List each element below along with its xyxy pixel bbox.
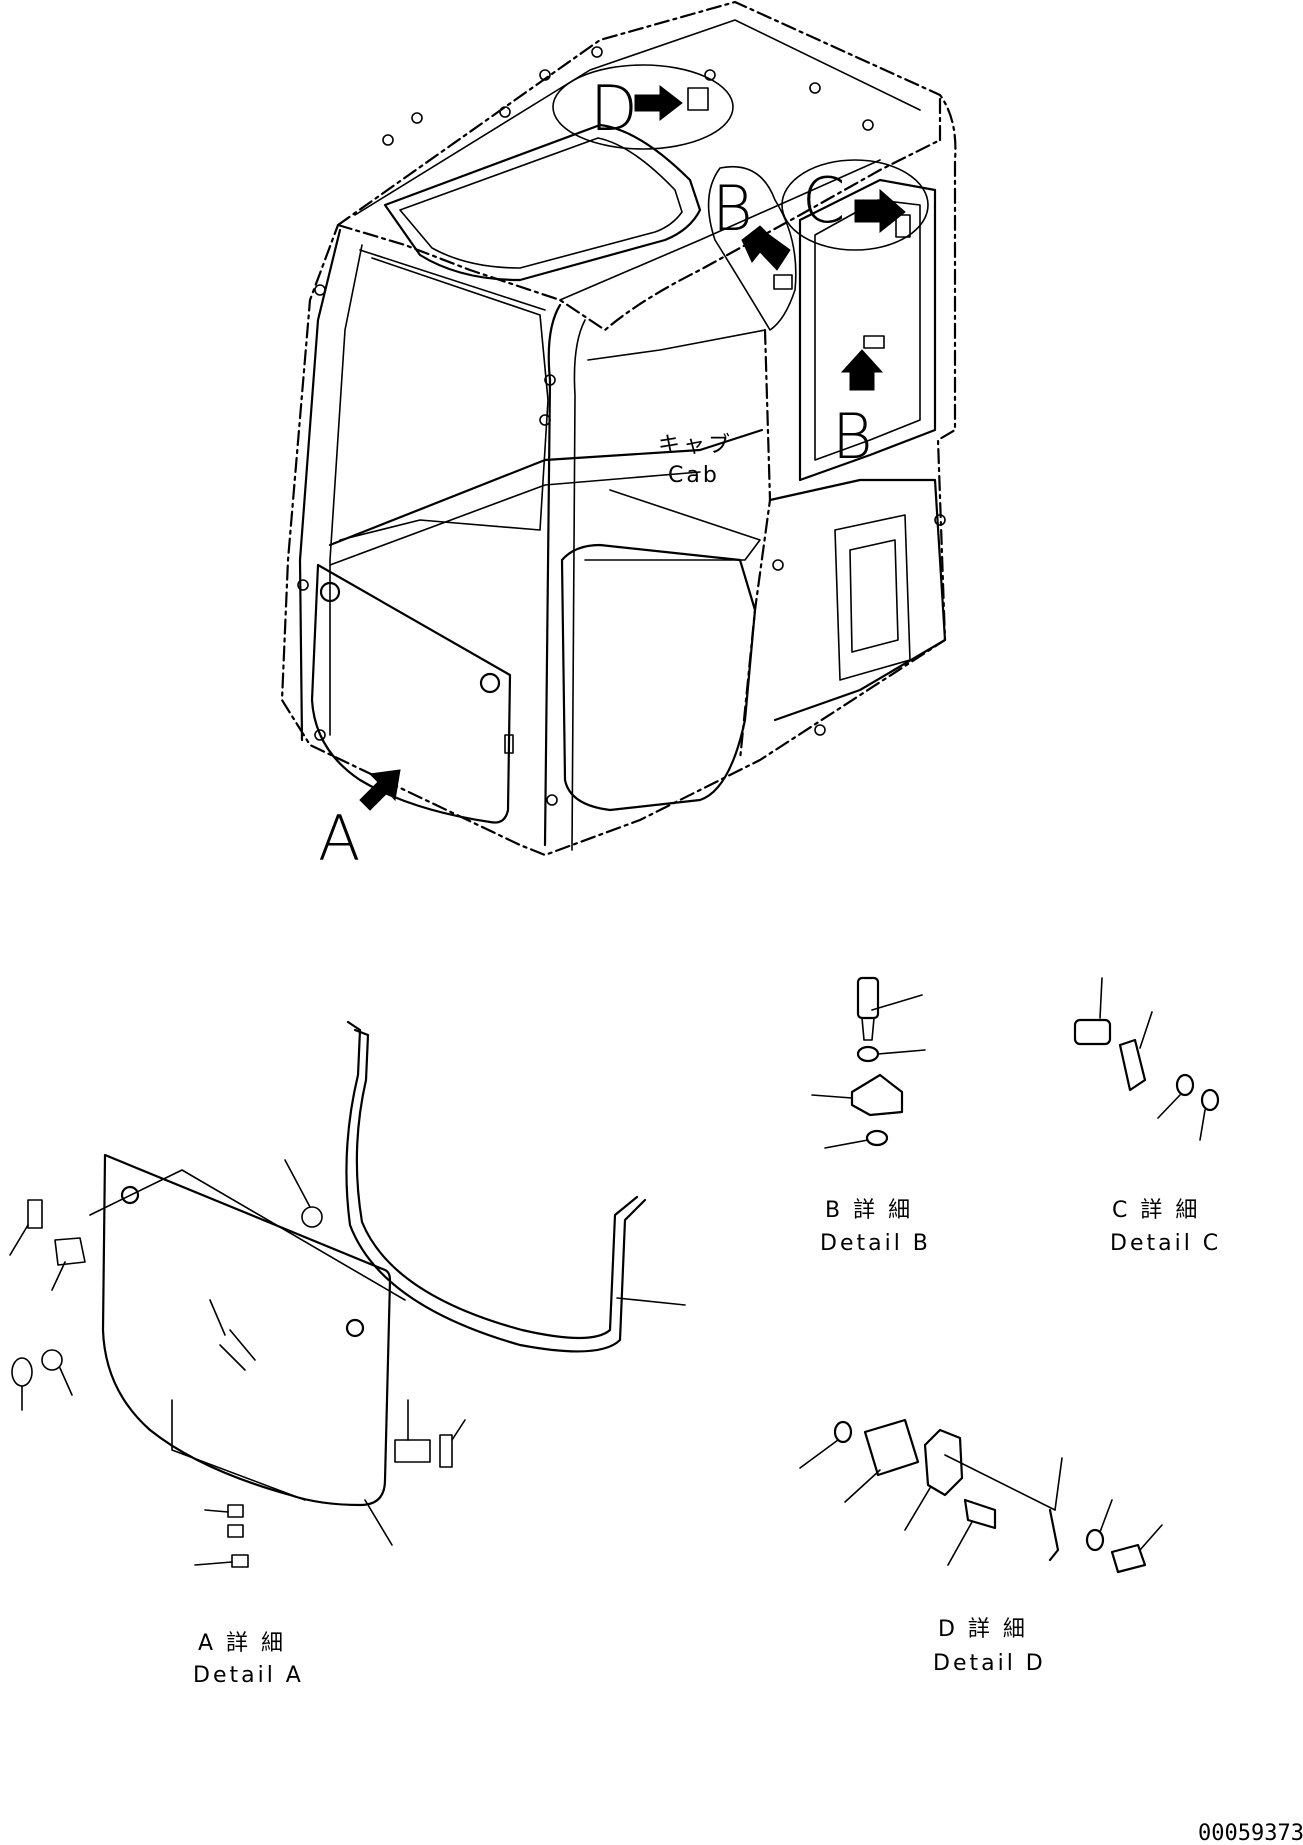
callout-a-arrow (359, 769, 401, 811)
drawing-code: 00059373 (1198, 1821, 1303, 1845)
callout-b2-arrow (840, 335, 885, 391)
cab-illustration (280, 0, 957, 857)
callout-c: C (802, 164, 845, 237)
callout-d-bubble (552, 64, 734, 150)
cab-label-jp: キャブ (658, 433, 733, 458)
detail-b-label-en: Detail B (820, 1231, 931, 1256)
cab-label-en: Cab (668, 463, 720, 488)
callout-b-lower: B (832, 400, 873, 473)
callout-b: B (712, 172, 753, 245)
detail-d-illustration (799, 1418, 1163, 1574)
detail-a-label-en: Detail A (193, 1663, 304, 1688)
detail-d-label-en: Detail D (933, 1651, 1046, 1676)
callout-b-bubble (707, 166, 797, 331)
callout-d: D (590, 72, 638, 145)
callout-c-bubble (781, 159, 929, 251)
detail-c-label-en: Detail C (1110, 1231, 1221, 1256)
detail-c-illustration (1073, 977, 1220, 1141)
detail-d-label-jp: D 詳 細 (938, 1617, 1028, 1642)
detail-c-label-jp: C 詳 細 (1112, 1198, 1200, 1223)
callout-a: A (318, 802, 360, 875)
detail-b-illustration (811, 976, 926, 1149)
detail-b-label-jp: B 詳 細 (825, 1198, 913, 1223)
detail-a-illustration (9, 1020, 686, 1568)
detail-a-label-jp: A 詳 細 (198, 1631, 286, 1656)
